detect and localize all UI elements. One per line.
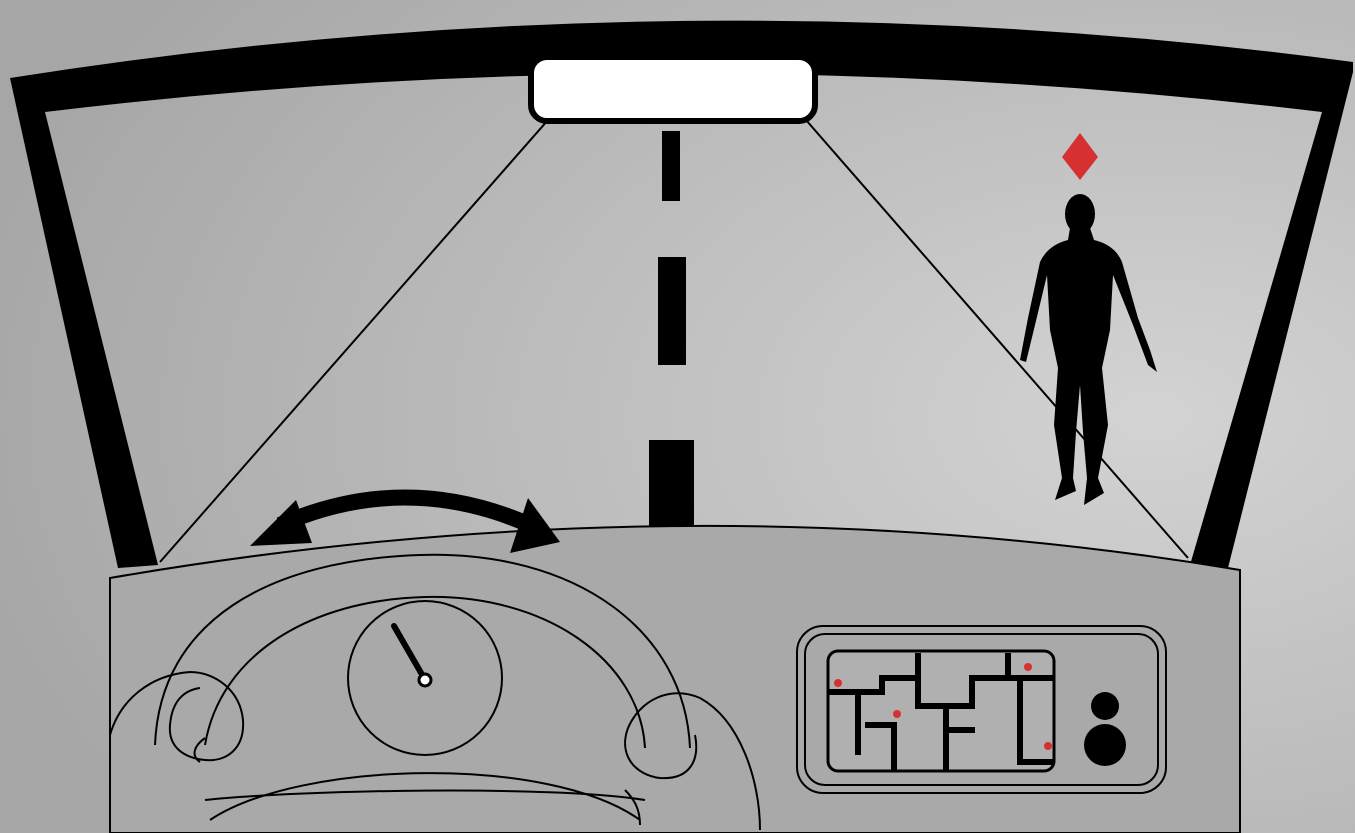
road-dash bbox=[649, 440, 694, 530]
dashboard bbox=[110, 526, 1240, 833]
road-dash bbox=[658, 257, 686, 365]
nav-button-large bbox=[1084, 724, 1126, 766]
map-pin-icon bbox=[834, 679, 842, 687]
road-dash bbox=[662, 131, 680, 201]
map-pin-icon bbox=[893, 710, 901, 718]
rearview-mirror bbox=[531, 57, 815, 121]
map-pin-icon bbox=[1044, 742, 1052, 750]
speedometer-hub bbox=[419, 674, 431, 686]
nav-button-small bbox=[1091, 692, 1119, 720]
map-pin-icon bbox=[1024, 663, 1032, 671]
